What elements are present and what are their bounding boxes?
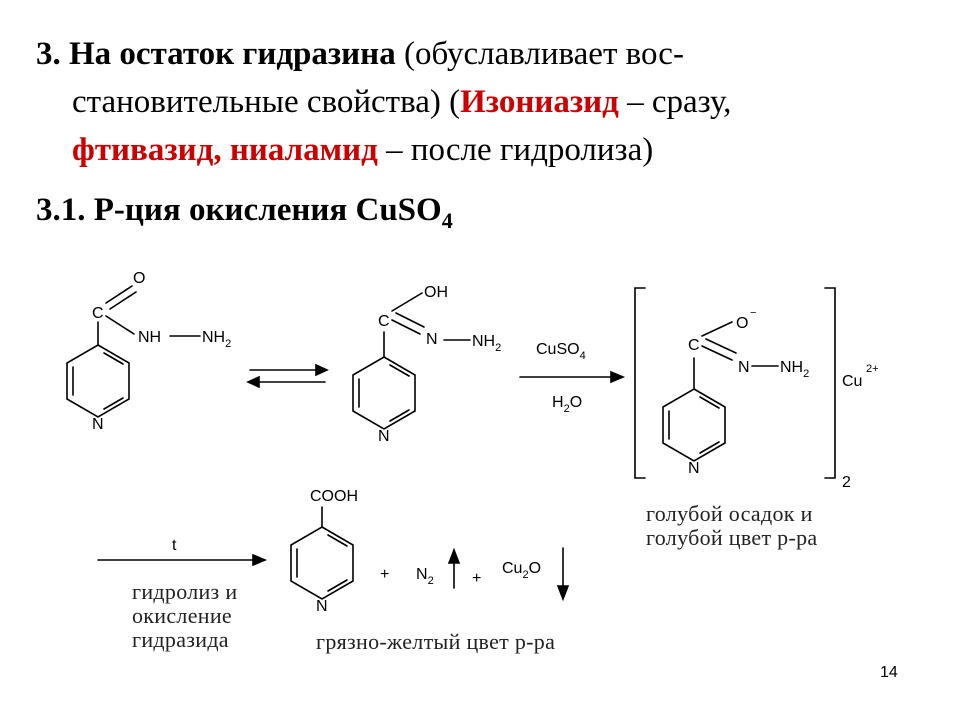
bond-cn-double-3a xyxy=(701,345,733,361)
c4-ring-nitrogen: N xyxy=(316,598,328,615)
hydrolysis-note-line-3: гидразида xyxy=(132,627,229,652)
bracket-right xyxy=(824,287,836,479)
bracket-subscript: 2 xyxy=(842,474,851,491)
heading-line-1: 3. На остаток гидразина (обуславливает в… xyxy=(36,30,936,78)
c3-nh2-label: NH2 xyxy=(780,359,809,380)
c3-oxygen-charge: − xyxy=(750,307,756,319)
copper-oxide-o: O xyxy=(529,560,541,577)
bond-co-double-1b xyxy=(109,291,137,310)
gas-arrow-head xyxy=(447,547,461,564)
reaction-arrow-1-head xyxy=(610,370,626,384)
c1-nh-label: NH xyxy=(138,329,161,346)
c3-nh2-text: NH xyxy=(780,359,803,376)
pyridine-ring-3 xyxy=(662,388,726,462)
c1-carbon-label: C xyxy=(92,305,104,322)
c1-oxygen-label: O xyxy=(133,270,145,287)
blue-note-line-2: голубой цвет р-ра xyxy=(646,525,818,550)
c3-nh2-subscript: 2 xyxy=(803,368,809,380)
subheading: 3.1. Р-ция окисления CuSO4 xyxy=(36,186,936,245)
precipitate-arrow-head xyxy=(556,585,570,602)
heading-line-3: фтивазид, ниаламид – после гидролиза) xyxy=(36,126,936,174)
reagent-cuso4-text: CuSO xyxy=(536,341,580,358)
c2-ring-nitrogen: N xyxy=(378,428,390,445)
bond-cn-double-2b xyxy=(395,312,425,328)
yellow-solution-note: грязно-желтый цвет р-ра xyxy=(316,629,556,654)
subheading-text: 3.1. Р-ция окисления CuSO xyxy=(36,192,442,228)
pyridine-ring-4 xyxy=(290,526,354,600)
c1-nh2-label: NH2 xyxy=(202,329,231,350)
nitrogen-gas-text: N xyxy=(416,566,428,583)
copper-oxide-cu: Cu xyxy=(502,560,522,577)
blue-precipitate-note: голубой осадок и голубой цвет р-ра xyxy=(646,502,817,550)
c1-ring-nitrogen: N xyxy=(92,416,104,433)
heading-number: 3. xyxy=(36,36,61,72)
c3-ring-nitrogen: N xyxy=(688,460,700,477)
c2-imine-nitrogen: N xyxy=(426,331,438,348)
blue-note-line-1: голубой осадок и xyxy=(646,501,813,526)
copper-oxide: Cu2O xyxy=(502,560,541,581)
c3-carbon-label: C xyxy=(688,337,700,354)
bond-co-double-1a xyxy=(105,285,133,304)
c4-carboxyl-label: COOH xyxy=(310,488,358,505)
nitrogen-gas-subscript: 2 xyxy=(428,575,434,587)
equilibrium-backward-head xyxy=(246,375,260,389)
reagent-water: H2O xyxy=(552,394,582,415)
copper-ion-label: Cu xyxy=(842,373,862,390)
bond-c-oh-2 xyxy=(391,292,423,312)
subheading-subscript: 4 xyxy=(441,208,453,233)
c1-nh2-text: NH xyxy=(202,329,225,346)
c2-oh-label: OH xyxy=(424,284,448,301)
heading-line2-end: – сразу, xyxy=(627,84,732,120)
c2-nh2-subscript: 2 xyxy=(495,342,501,354)
copper-ion-charge: 2+ xyxy=(866,363,879,375)
heading-drug-names: фтивазид, ниаламид xyxy=(72,132,378,168)
heat-label: t xyxy=(172,537,177,554)
hydrolysis-note-line-2: окисление xyxy=(132,603,232,628)
reagent-water-o: O xyxy=(570,394,582,411)
heading-bold-text: На остаток гидразина xyxy=(69,36,396,72)
plus-sign-1: + xyxy=(380,566,389,583)
plus-sign-2: + xyxy=(472,570,481,587)
c3-oxygen-label: O xyxy=(736,315,748,332)
copper-oxide-subscript: 2 xyxy=(522,569,528,581)
c3-imine-nitrogen: N xyxy=(738,359,750,376)
reagent-cuso4: CuSO4 xyxy=(536,341,586,362)
reaction-arrow-2-head xyxy=(252,553,268,567)
equilibrium-forward-head xyxy=(315,363,329,377)
bond-cn-double-2a xyxy=(391,319,421,335)
bond-c-nh-1 xyxy=(105,315,135,335)
c1-nh2-subscript: 2 xyxy=(225,338,231,350)
reagent-water-h: H xyxy=(552,394,564,411)
hydrolysis-note-line-1: гидролиз и xyxy=(132,579,238,604)
page-number: 14 xyxy=(880,664,898,681)
heading-line3-end: – после гидролиза) xyxy=(386,132,654,168)
bond-c-o-3 xyxy=(701,321,733,337)
c2-carbon-label: C xyxy=(378,313,390,330)
c2-nh2-text: NH xyxy=(472,333,495,350)
heading-line-2: становительные свойства) (Изониазид – ср… xyxy=(36,78,936,126)
pyridine-ring-2 xyxy=(352,356,416,430)
heading-isoniazid: Изониазид xyxy=(460,84,619,120)
heading-line2-start: становительные свойства) ( xyxy=(72,84,461,120)
nitrogen-gas: N2 xyxy=(416,566,434,587)
pyridine-ring-1 xyxy=(66,344,130,418)
c2-nh2-label: NH2 xyxy=(472,333,501,354)
bond-cn-double-3b xyxy=(705,338,737,354)
heading: 3. На остаток гидразина (обуславливает в… xyxy=(36,30,936,245)
reagent-water-subscript: 2 xyxy=(564,403,570,415)
hydrolysis-note: гидролиз и окисление гидразида xyxy=(132,580,237,652)
reagent-cuso4-subscript: 4 xyxy=(580,350,586,362)
heading-rest-text: (обуславливает вос- xyxy=(403,36,684,72)
bracket-left xyxy=(634,287,646,479)
